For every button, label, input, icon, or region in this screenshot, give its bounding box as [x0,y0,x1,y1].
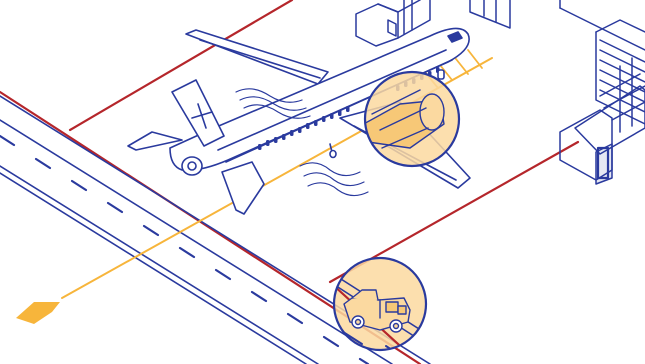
nose-jet-bridge [356,0,430,46]
runway-edge-lines [0,0,578,364]
jet-bridge [560,58,645,184]
vehicle-highlight [330,258,430,364]
terminal-building [470,0,645,124]
arrow-icon [16,302,60,324]
